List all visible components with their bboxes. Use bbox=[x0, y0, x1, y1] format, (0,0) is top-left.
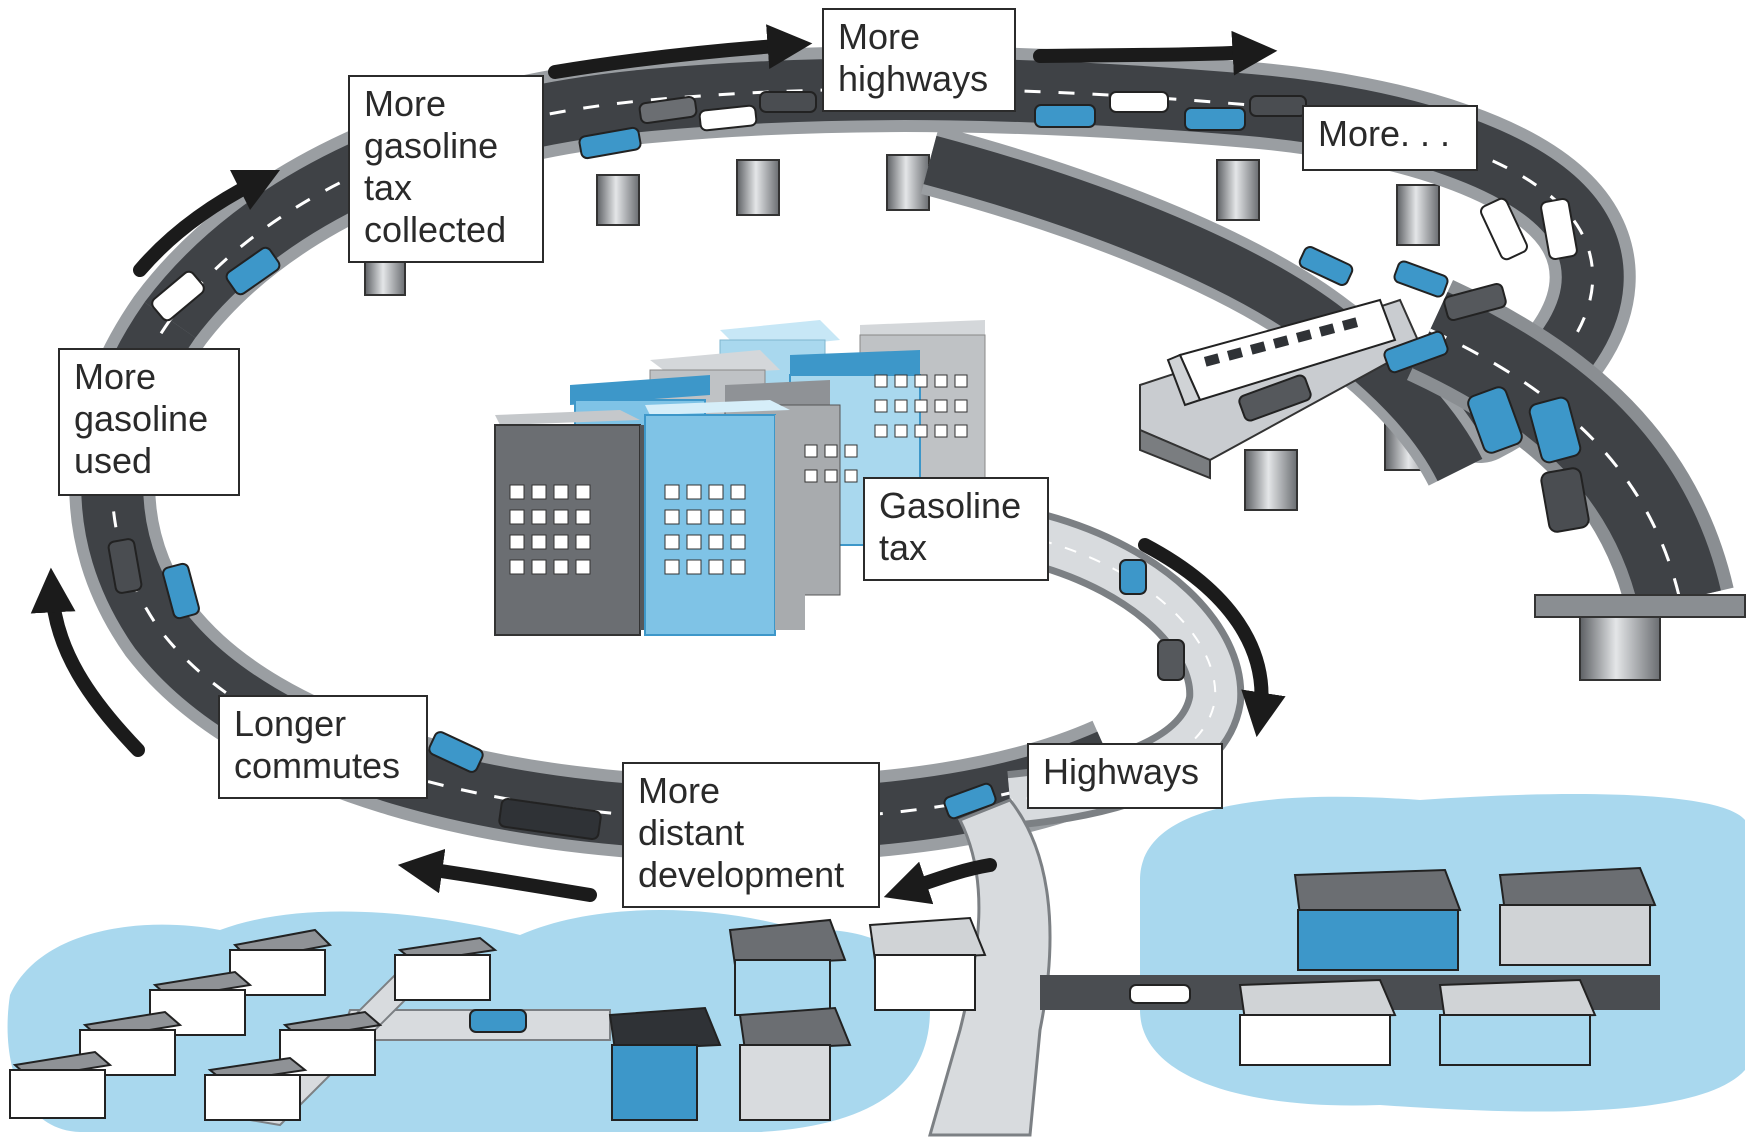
label-longer-commutes: Longer commutes bbox=[218, 695, 428, 799]
spiral-highway-inner-ramp bbox=[920, 126, 1492, 487]
label-highways: Highways bbox=[1027, 743, 1223, 809]
label-more-gasoline-tax-collected: More gasoline tax collected bbox=[348, 75, 544, 263]
car-icon bbox=[107, 91, 1590, 1033]
label-more-gasoline-used: More gasoline used bbox=[58, 348, 240, 496]
clockwise-arrow-icon bbox=[30, 24, 1286, 905]
road-pillars bbox=[364, 154, 1661, 681]
label-more-ellipsis: More. . . bbox=[1302, 105, 1478, 171]
label-gasoline-tax: Gasoline tax bbox=[863, 477, 1049, 581]
house-icon bbox=[9, 866, 1657, 1121]
office-building-icon bbox=[494, 320, 986, 636]
right-exit-ramp bbox=[1406, 280, 1746, 618]
label-more-highways: More highways bbox=[822, 8, 1016, 112]
bus-icon bbox=[1166, 298, 1397, 407]
label-more-distant-development: More distant development bbox=[622, 762, 880, 908]
